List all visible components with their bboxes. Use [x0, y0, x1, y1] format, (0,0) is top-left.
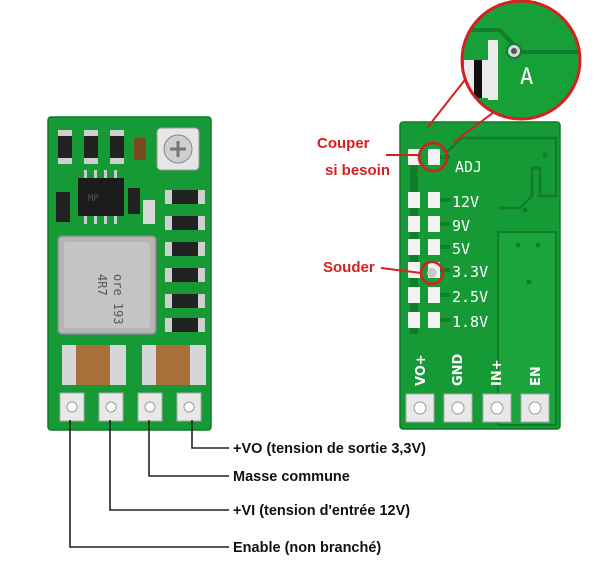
front-pads — [59, 392, 202, 422]
selector-pad-right — [428, 216, 440, 232]
pcb-trace — [446, 136, 558, 210]
smd-resistor — [56, 192, 70, 222]
smd-resistor — [110, 134, 124, 160]
chip-marking: MP — [88, 194, 99, 204]
zoom-line-right — [453, 111, 495, 143]
selector-pad-left — [408, 216, 420, 232]
rail-label-9v: 9V — [452, 217, 470, 235]
red-annotations: Couper si besoin Souder — [317, 135, 422, 276]
label-cut-line2: si besoin — [325, 162, 390, 179]
back-pads — [405, 393, 550, 423]
zoom-circle-frame — [460, 0, 582, 121]
selector-trace — [440, 318, 450, 322]
pin-label-vo: VO+ — [414, 354, 429, 386]
smd-resistor — [143, 200, 155, 224]
smd-capacitor — [134, 138, 146, 160]
voltage-labels: ADJ 12V 9V 5V 3.3V 2.5V 1.8V — [452, 158, 488, 331]
smd-resistor — [128, 188, 140, 214]
selector-pad-right — [428, 312, 440, 328]
pin-labels: VO+ GND IN+ EN — [414, 353, 544, 386]
inductor-coil: 4R7 ore 193 — [57, 235, 157, 335]
selector-trace — [440, 293, 450, 297]
rail-label-5v: 5V — [452, 240, 470, 258]
rail-label-3v3: 3.3V — [452, 263, 488, 281]
zoom-inset: A — [426, 0, 582, 143]
smd-resistor — [84, 134, 98, 160]
selector-pad-left — [408, 287, 420, 303]
zoom-line-left — [426, 75, 469, 129]
selector-pad-right — [428, 287, 440, 303]
front-smd-row-top — [58, 130, 146, 164]
trim-potentiometer — [156, 127, 200, 171]
label-gnd: Masse commune — [233, 469, 350, 485]
coil-marking-2: ore 193 — [111, 274, 125, 325]
callout-line-vi — [109, 420, 229, 511]
pin-callouts: +VO (tension de sortie 3,3V) Masse commu… — [69, 420, 426, 556]
selector-trace — [440, 245, 450, 249]
selector-trace — [440, 198, 450, 202]
selector-pad-left — [408, 192, 420, 208]
label-solder: Souder — [323, 259, 375, 276]
selector-pad-right — [428, 149, 440, 165]
front-resistor-column — [165, 190, 205, 332]
smd-resistor — [58, 134, 72, 160]
label-en: Enable (non branché) — [233, 540, 381, 556]
selector-pad-left — [408, 239, 420, 255]
selector-pad-left — [408, 312, 420, 328]
front-board: MP 4R7 ore 193 — [47, 116, 212, 431]
rail-label-12v: 12V — [452, 193, 479, 211]
selector-pad-left — [408, 149, 420, 165]
callout-line-vo — [191, 420, 229, 449]
selector-pad-left — [408, 262, 420, 278]
pin-label-en: EN — [529, 366, 544, 386]
selector-trace — [440, 222, 450, 226]
pin-label-gnd: GND — [451, 353, 466, 386]
cut-marker-circle — [417, 141, 449, 173]
front-capacitors — [62, 345, 206, 385]
callout-line-en — [69, 420, 229, 548]
selector-pad-right — [428, 239, 440, 255]
callout-line-gnd — [148, 420, 229, 477]
selector-trace — [440, 268, 450, 272]
label-cut-line1: Couper — [317, 135, 370, 152]
regulator-chip: MP — [78, 170, 124, 224]
pin-label-in: IN+ — [490, 359, 505, 386]
solder-blob — [427, 268, 437, 278]
selector-pad-right — [428, 192, 440, 208]
rail-label-adj: ADJ — [455, 158, 482, 176]
back-board: ADJ 12V 9V 5V 3.3V 2.5V 1.8V VO+ GND IN+… — [399, 121, 561, 430]
selector-trace — [440, 155, 450, 159]
rail-label-2v5: 2.5V — [452, 288, 488, 306]
coil-marking: 4R7 — [95, 274, 109, 296]
label-vo: +VO (tension de sortie 3,3V) — [233, 441, 426, 457]
rail-label-1v8: 1.8V — [452, 313, 488, 331]
solder-arrow-line — [380, 267, 422, 274]
zoom-silk-marking: A — [520, 65, 533, 90]
label-vi: +VI (tension d'entrée 12V) — [233, 503, 410, 519]
copper-pour — [497, 231, 557, 426]
